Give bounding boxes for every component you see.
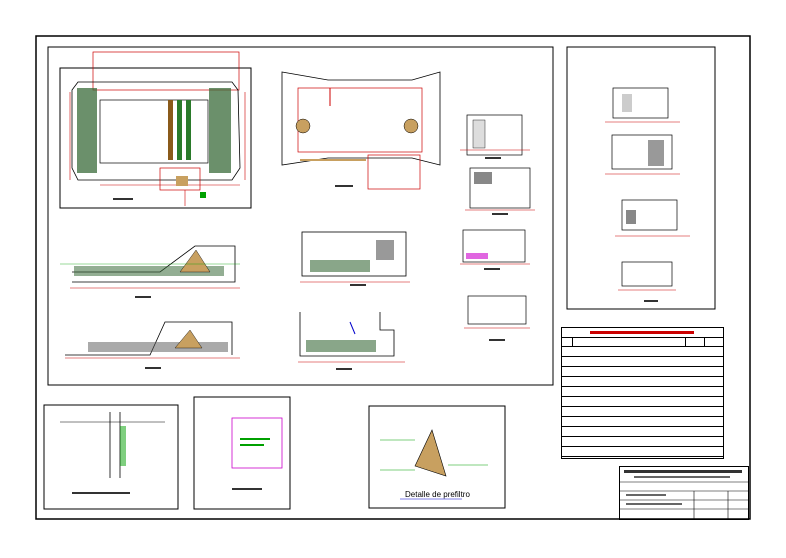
- detail-panel-prefiltro: [368, 405, 506, 509]
- table-section: [562, 387, 723, 397]
- table-row: [562, 457, 723, 466]
- table-row: [562, 407, 723, 417]
- table-row: [562, 447, 723, 457]
- main-drawing-panel: [47, 46, 554, 386]
- top-plan-view-2: [281, 71, 441, 190]
- table-row: [562, 427, 723, 437]
- plan-view-tank: [59, 51, 252, 209]
- right-sections-panel: [566, 46, 716, 310]
- sheet-border: [35, 35, 751, 520]
- table-title: [562, 328, 723, 338]
- pipe-schedule-table: [561, 327, 724, 459]
- table-section: [562, 417, 723, 427]
- table-header-row: [562, 338, 723, 347]
- longitudinal-section-1: [60, 245, 240, 298]
- table-row: [562, 437, 723, 447]
- longitudinal-section-2: [65, 321, 240, 369]
- table-section: [562, 347, 723, 357]
- table-row: [562, 357, 723, 367]
- section-details-column: [460, 114, 535, 341]
- title-block: [619, 466, 749, 520]
- table-row: [562, 377, 723, 387]
- table-row: [562, 397, 723, 407]
- detail-panel-2: [193, 396, 291, 510]
- table-row: [562, 367, 723, 377]
- detail-panel-1: [43, 404, 179, 510]
- title-block-lines: [620, 470, 748, 519]
- prefiltro-detail-title: Detalle de prefiltro: [405, 490, 470, 499]
- cross-section-middle-1: [300, 231, 410, 286]
- cross-section-middle-2: [298, 312, 405, 370]
